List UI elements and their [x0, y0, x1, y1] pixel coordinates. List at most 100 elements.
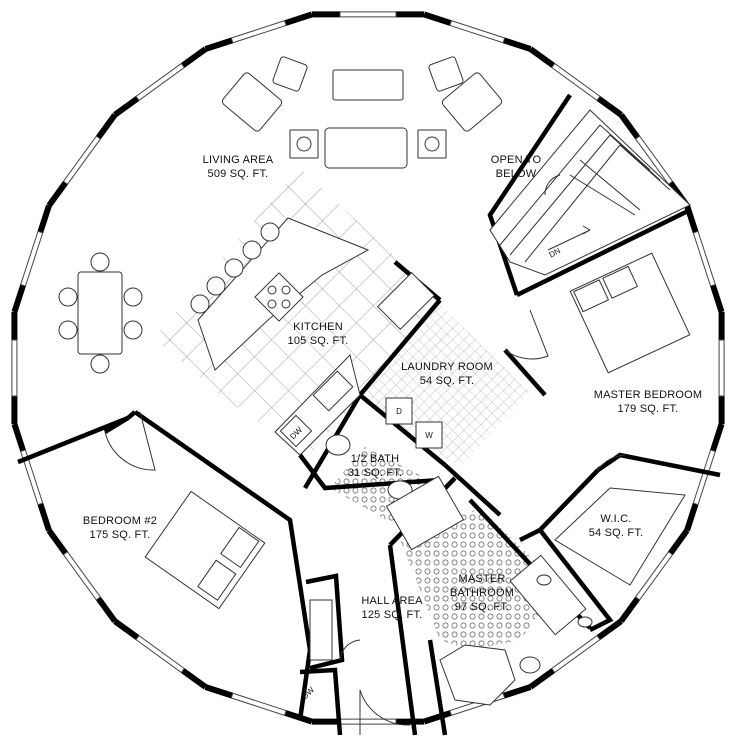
dining-set: [58, 252, 143, 374]
exterior-wall-segment: [596, 618, 623, 641]
ottoman-left: [272, 56, 308, 92]
master-bath-floor: [400, 508, 560, 650]
bedroom2-bed: [144, 490, 266, 610]
exterior-wall-segment: [423, 710, 452, 725]
room-labels: LIVING AREA 509 SQ. FT. OPEN TO BELOW KI…: [83, 154, 702, 621]
window: [718, 339, 725, 397]
exterior-walls: [11, 11, 725, 725]
laundry-fixtures: D W: [385, 397, 443, 449]
master-bath-name-2: BATHROOM: [450, 587, 514, 599]
window: [230, 692, 287, 716]
exterior-wall-segment: [181, 668, 208, 690]
window: [551, 634, 601, 674]
kitchen-name: KITCHEN: [293, 321, 343, 333]
master-toilet: [519, 656, 541, 674]
sofa: [324, 127, 408, 169]
exterior-wall-segment: [46, 528, 68, 555]
ottoman-right: [428, 56, 464, 92]
exterior-wall-segment: [11, 423, 26, 452]
half-bath-name: 1/2 BATH: [351, 453, 399, 465]
window: [634, 551, 674, 601]
bathtub: [439, 644, 516, 706]
open-below-line1: OPEN TO: [491, 154, 542, 166]
exterior-wall-segment: [284, 11, 313, 26]
kitchen-size: 105 SQ. FT.: [288, 335, 349, 347]
exterior-wall-segment: [113, 95, 140, 118]
doors: [104, 309, 626, 735]
window: [692, 449, 716, 506]
wic-size: 54 SQ. FT.: [589, 527, 644, 539]
exterior-wall-segment: [618, 113, 641, 140]
laundry-name: LAUNDRY ROOM: [401, 361, 493, 373]
open-below-line2: BELOW: [496, 168, 537, 180]
exterior-wall-segment: [618, 596, 641, 623]
window: [11, 339, 18, 397]
window: [339, 11, 397, 18]
half-bath-fixtures: [325, 434, 413, 500]
exterior-wall-segment: [204, 684, 234, 699]
exterior-wall-segment: [113, 618, 140, 641]
dryer: [385, 397, 413, 425]
exterior-wall-segment: [95, 596, 118, 623]
window: [230, 20, 287, 44]
dryer-label: D: [396, 407, 402, 416]
living-area-name: LIVING AREA: [203, 154, 274, 166]
master-bath-size: 97 SQ. FT.: [455, 601, 510, 613]
dining-table: [77, 271, 123, 355]
dishwasher: [279, 414, 313, 448]
exterior-wall-segment: [11, 284, 26, 313]
end-table-right: [417, 129, 447, 159]
hall-area-name: HALL AREA: [361, 595, 423, 607]
window: [135, 62, 185, 102]
lamp-left-icon: [296, 136, 312, 152]
vanity: [509, 554, 587, 636]
exterior-wall-segment: [204, 37, 234, 52]
master-bath-fixtures: [385, 475, 593, 706]
living-furniture: [221, 56, 503, 169]
coffee-table: [332, 69, 404, 101]
living-area-size: 509 SQ. FT.: [208, 168, 269, 180]
armchair-right: [441, 72, 503, 132]
washer-label: W: [425, 431, 433, 440]
window: [692, 230, 716, 287]
exterior-wall-segment: [710, 284, 725, 313]
exterior-wall-segment: [502, 684, 532, 699]
staircase: DN: [489, 109, 691, 276]
exterior-wall-segment: [596, 95, 623, 118]
cooktop: [254, 272, 304, 322]
window: [20, 230, 44, 287]
half-bath-sink: [325, 434, 351, 456]
exterior-wall-segment: [528, 46, 555, 68]
window: [20, 449, 44, 506]
bedroom2-name: BEDROOM #2: [83, 515, 157, 527]
hall-area-size: 125 SQ. FT.: [362, 609, 423, 621]
wic-shelving: [554, 487, 686, 586]
end-table-left: [289, 129, 319, 159]
window: [135, 634, 185, 674]
exterior-wall-segment: [95, 113, 118, 140]
exterior-wall-segment: [710, 423, 725, 452]
armchair-left: [221, 72, 283, 132]
exterior-wall-segment: [502, 37, 532, 52]
kitchen-sink: [312, 370, 354, 412]
window: [634, 135, 674, 185]
bedroom2-size: 175 SQ. FT.: [90, 529, 151, 541]
exterior-wall-segment: [423, 11, 452, 26]
master-bath-name-1: MASTER: [458, 573, 505, 585]
exterior-wall-segment: [668, 528, 690, 555]
exterior-wall-segment: [46, 181, 68, 208]
exterior-wall-segment: [37, 204, 52, 234]
exterior-wall-segment: [181, 46, 208, 68]
master-bedroom-size: 179 SQ. FT.: [618, 403, 679, 415]
refrigerator: [377, 272, 435, 330]
washer: [415, 421, 443, 449]
lamp-right-icon: [424, 136, 440, 152]
wic-name: W.I.C.: [600, 513, 631, 525]
kitchen-fixtures: DW: [190, 217, 435, 456]
window: [62, 551, 102, 601]
laundry-size: 54 SQ. FT.: [420, 375, 475, 387]
exterior-wall-segment: [684, 502, 699, 532]
window: [339, 718, 397, 725]
master-bed: [569, 252, 691, 374]
